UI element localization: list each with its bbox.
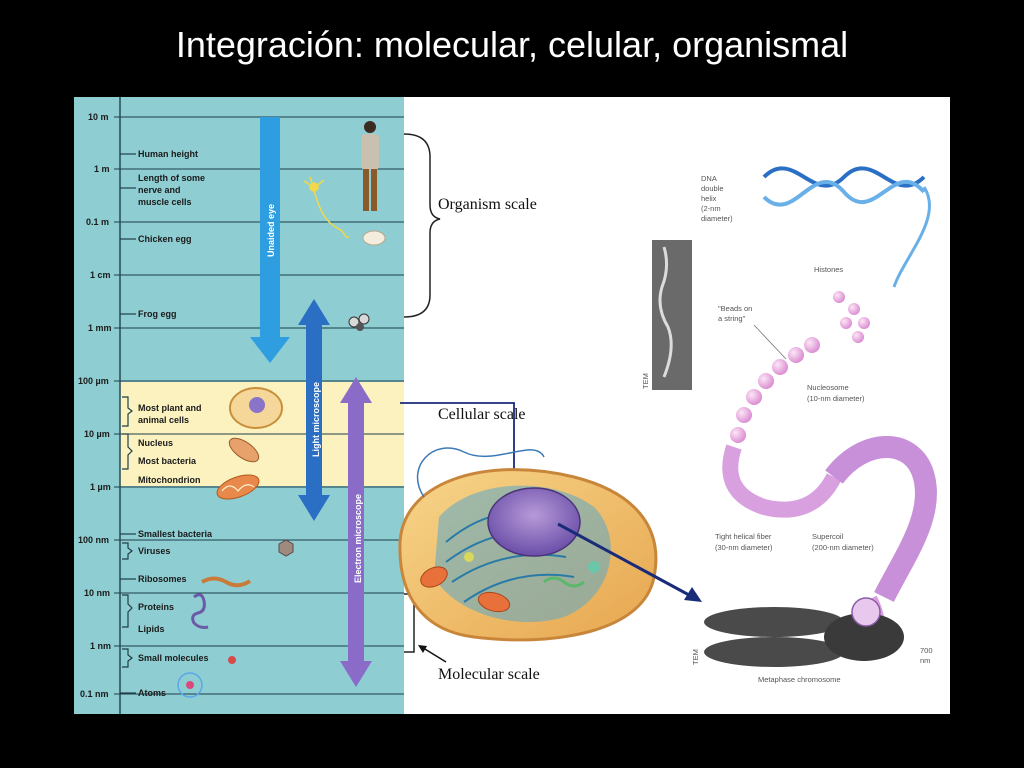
electron-microscope-arrow: Electron microscope [340,377,372,687]
atom-icon [177,672,203,698]
human-figure-icon [361,121,379,211]
cellular-scale-label: Cellular scale [438,406,526,423]
unit-100nm: 100 nm [78,535,109,545]
protein-icon [191,593,209,629]
label-nerve-1: Length of some [138,173,205,183]
label-atoms: Atoms [138,688,166,698]
light-microscope-label: Light microscope [311,382,321,457]
size-value-label: 700 [920,646,933,655]
light-microscope-arrow: Light microscope [298,299,330,521]
chicken-egg-icon [362,230,386,246]
label-plant-1: Most plant and [138,403,202,413]
animal-cell-illustration [398,447,658,642]
metaphase-chromosome-illustration [704,597,904,667]
frog-egg-icon [348,313,370,331]
nucleus-to-chromosome-arrow [557,522,690,597]
virus-icon [278,539,294,557]
molecular-scale-label: Molecular scale [438,666,540,683]
nucleosome-label-1: Nucleosome [807,383,849,392]
dna-label-1: DNA [701,174,717,183]
label-bacteria: Most bacteria [138,456,197,466]
label-human-height: Human height [138,149,198,159]
supercoil-label-1: Supercoil [812,532,844,541]
unit-1cm: 1 cm [90,270,111,280]
electron-microscope-label: Electron microscope [353,494,363,583]
unit-10um: 10 µm [84,429,110,439]
label-ribosomes: Ribosomes [138,574,187,584]
label-plant-2: animal cells [138,415,189,425]
slide-title: Integración: molecular, celular, organis… [175,24,849,65]
nucleosome-string-illustration [730,337,820,443]
label-nucleus: Nucleus [138,438,173,448]
dna-label-4: (2-nm [701,204,721,213]
tem-label-2: TEM [691,649,700,665]
unit-0.1m: 0.1 m [86,217,109,227]
nerve-cell-icon [303,176,350,239]
size-unit-label: nm [920,656,930,665]
label-frog-egg: Frog egg [138,309,177,319]
unit-100um: 100 µm [78,376,109,386]
organism-scale-label: Organism scale [438,196,537,213]
organism-brace [403,133,441,318]
unit-0.1nm: 0.1 nm [80,689,109,699]
label-nerve-3: muscle cells [138,197,192,207]
label-smallest-bacteria: Smallest bacteria [138,529,213,539]
unaided-eye-label: Unaided eye [266,204,276,257]
histone-beads-icon [833,291,870,343]
label-viruses: Viruses [138,546,170,556]
scale-figure: 10 m 1 m 0.1 m 1 cm 1 mm 100 µm 10 µm 1 … [74,97,937,714]
figure-panel: 10 m 1 m 0.1 m 1 cm 1 mm 100 µm 10 µm 1 … [74,97,950,714]
label-lipids: Lipids [138,624,165,634]
unit-labels: 10 m 1 m 0.1 m 1 cm 1 mm 100 µm 10 µm 1 … [78,112,112,699]
bacteria-icon [228,437,260,463]
dna-label-2: double [701,184,724,193]
nucleosome-label-2: (10-nm diameter) [807,394,865,403]
ribosome-icon [200,576,252,588]
unit-1mm: 1 mm [88,323,112,333]
unaided-eye-arrow: Unaided eye [250,117,290,363]
dna-label-3: helix [701,194,717,203]
supercoil-label-2: (200-nm diameter) [812,543,874,552]
beads-label-1: "Beads on [718,304,752,313]
plant-cell-icon [229,387,283,429]
metaphase-chromosome-label: Metaphase chromosome [758,675,841,684]
fiber-label-1: Tight helical fiber [715,532,772,541]
label-chicken-egg: Chicken egg [138,234,192,244]
label-proteins: Proteins [138,602,174,612]
mitochondrion-icon [216,474,260,500]
dna-label-5: diameter) [701,214,733,223]
fiber-label-2: (30-nm diameter) [715,543,773,552]
cellular-connector [400,402,515,497]
unit-10m: 10 m [88,112,109,122]
beads-label-2: a string" [718,314,746,323]
tem-micrograph-1 [652,240,692,390]
unit-10nm: 10 nm [84,588,110,598]
small-molecule-icon [228,656,236,664]
unit-1um: 1 µm [90,482,111,492]
label-nerve-2: nerve and [138,185,181,195]
label-mitochondrion: Mitochondrion [138,475,201,485]
unit-1m: 1 m [94,164,110,174]
unit-1nm: 1 nm [90,641,111,651]
histones-label: Histones [814,265,843,274]
tem-label-1: TEM [641,373,650,389]
label-small-molecules: Small molecules [138,653,209,663]
dna-helix-illustration [762,166,931,288]
